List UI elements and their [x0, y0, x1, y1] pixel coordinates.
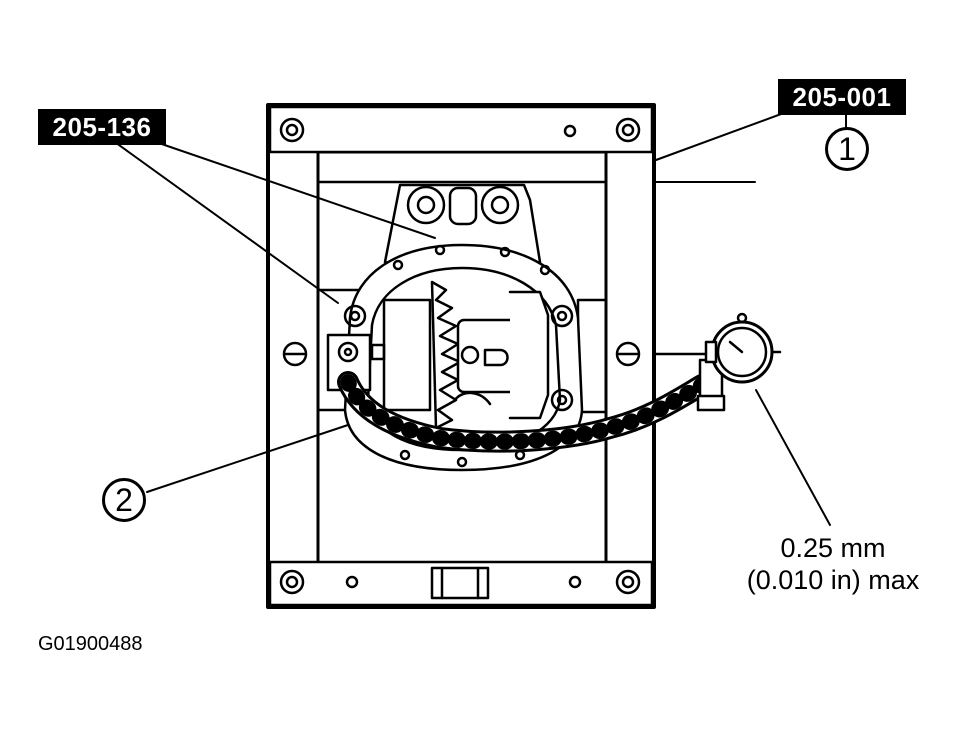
holding-fixture-frame	[266, 103, 656, 609]
callout-2: 2	[102, 478, 146, 522]
leader-lines	[111, 109, 847, 526]
tool-tag-205-136: 205-136	[38, 109, 166, 145]
runout-spec: 0.25 mm (0.010 in) max	[728, 532, 938, 596]
indicator-bracket	[326, 333, 386, 392]
callout-1: 1	[825, 127, 869, 171]
dial-indicator	[652, 312, 782, 412]
figure-id: G01900488	[38, 633, 143, 655]
runout-spec-imperial: (0.010 in) max	[746, 565, 920, 595]
flexible-arm	[337, 371, 713, 453]
ring-gear	[382, 280, 550, 430]
tool-tag-205-001: 205-001	[778, 79, 906, 115]
runout-spec-metric: 0.25 mm	[780, 533, 886, 563]
